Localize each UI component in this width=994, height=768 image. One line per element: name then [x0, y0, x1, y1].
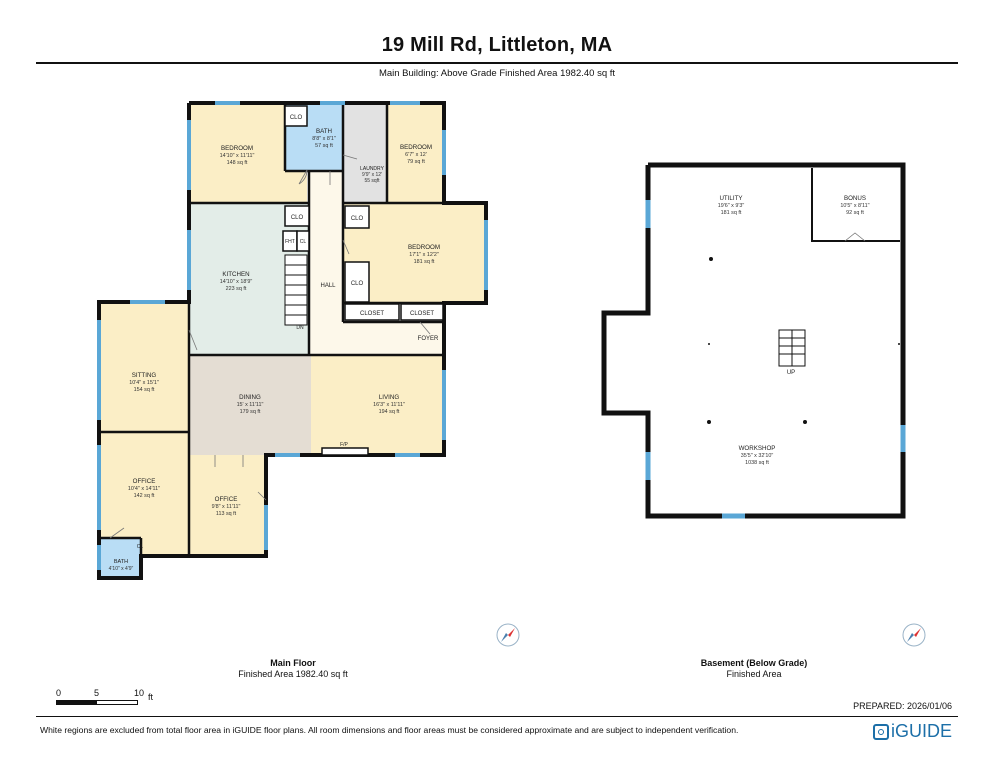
room-label: OFFICE [215, 496, 238, 503]
room-label: BEDROOM [221, 145, 253, 152]
scale-tick-label: 10 [134, 688, 145, 698]
room-area: 194 sq ft [379, 409, 400, 415]
room-dimension: 6'7" x 12' [405, 152, 427, 158]
room-area: 79 sq ft [407, 159, 425, 165]
room-dimension: 35'5" x 32'10" [741, 453, 774, 459]
scale-tick-label: 5 [94, 688, 100, 698]
room-label: SITTING [132, 372, 157, 379]
living-fill [311, 355, 444, 455]
closet-label: CL [300, 239, 307, 245]
room-dimension: 10'4" x 14'11" [128, 486, 160, 492]
room-dimension: 8'8" x 8'1" [312, 136, 336, 142]
closet-label: CLO [291, 215, 304, 221]
basement-area: Finished Area [726, 669, 782, 679]
room-dimension: 16'3" x 11'11" [373, 402, 405, 408]
fireplace-label: F/P [340, 442, 348, 448]
room-area: 113 sq ft [216, 511, 237, 517]
room-dimension: 9'9" x 12' [362, 172, 382, 178]
room-label: WORKSHOP [739, 445, 776, 452]
scale-tick-label: 0 [56, 688, 62, 698]
main-floor-labels: BEDROOM 14'10" x 11'11" 148 sq ft BATH 8… [109, 115, 440, 572]
main-floor-title: Main Floor [270, 658, 316, 668]
room-area: 181 sq ft [414, 259, 435, 265]
room-dimension: 14'10" x 18'9" [220, 279, 253, 285]
basement-caption: Basement (Below Grade) Finished Area [654, 658, 854, 680]
room-dimension: 9'8" x 11'11" [212, 504, 241, 510]
closet-label: CLOSET [360, 311, 384, 317]
room-label: BATH [316, 128, 332, 135]
main-floor-plan [97, 101, 488, 580]
room-area: 55 sqft [364, 178, 380, 184]
room-dimension: 17'1" x 12'2" [409, 252, 439, 258]
room-area: 148 sq ft [227, 160, 248, 166]
page-subtitle: Main Building: Above Grade Finished Area… [378, 68, 616, 79]
hall-label: HALL [320, 283, 336, 289]
room-area: 179 sq ft [240, 409, 261, 415]
closet-label: CLO [351, 281, 364, 287]
room-area: 223 sq ft [226, 286, 247, 292]
room-label: BATH [114, 559, 128, 565]
room-label: LIVING [379, 394, 399, 401]
room-area: 154 sq ft [134, 387, 155, 393]
room-label: LAUNDRY [360, 166, 384, 172]
closet-label: CLO [290, 115, 303, 121]
main-floor-area: Finished Area 1982.40 sq ft [238, 669, 348, 679]
compass-icon [496, 623, 520, 647]
closet-label: CL [137, 544, 144, 550]
scale-unit: ft [148, 692, 154, 702]
room-dimension: 10'4" x 15'1" [129, 380, 159, 386]
room-label: BEDROOM [400, 144, 432, 151]
page-title: 19 Mill Rd, Littleton, MA [381, 34, 613, 56]
disclaimer-text: White regions are excluded from total fl… [40, 725, 739, 735]
prepared-date: PREPARED: 2026/01/06 [853, 701, 952, 711]
iguide-logo-icon [872, 723, 889, 740]
room-dimension: 10'5" x 8'11" [840, 203, 869, 209]
room-label: BONUS [844, 195, 866, 202]
bedroom-ne-fill [387, 103, 444, 203]
compass-icon [902, 623, 926, 647]
closet-label: CLOSET [410, 311, 434, 317]
room-area: 92 sq ft [846, 210, 864, 216]
room-label: OFFICE [133, 478, 156, 485]
room-area: 142 sq ft [134, 493, 155, 499]
basement-plan [601, 162, 906, 519]
room-dimension: 4'10" x 4'9" [109, 566, 134, 572]
room-label: DINING [239, 394, 261, 401]
room-dimension: 15' x 11'11" [237, 402, 264, 408]
brand-logo: iGUIDE [872, 721, 952, 742]
room-label: KITCHEN [222, 271, 249, 278]
room-area: 181 sq ft [721, 210, 742, 216]
title-divider [36, 62, 958, 64]
laundry-fill [343, 103, 387, 203]
hall-fill [309, 171, 343, 355]
footer-divider [36, 716, 958, 717]
dining-fill [189, 355, 311, 455]
stairs-up-label: UP [787, 370, 795, 376]
room-dimension: 19'6" x 9'3" [718, 203, 745, 209]
room-area: 57 sq ft [315, 143, 333, 149]
sitting-fill [99, 302, 189, 432]
main-floor-caption: Main Floor Finished Area 1982.40 sq ft [193, 658, 393, 680]
basement-labels: UTILITY 19'6" x 9'3" 181 sq ft BONUS 10'… [718, 195, 870, 466]
basement-title: Basement (Below Grade) [700, 658, 808, 668]
scale-segment [96, 700, 138, 705]
foyer-fill [343, 322, 444, 355]
closet-label: CLO [351, 216, 364, 222]
bath-low-fill [99, 538, 141, 578]
room-label: BEDROOM [408, 244, 440, 251]
foyer-label: FOYER [418, 336, 439, 342]
scale-bar: 0 5 10 ft [56, 688, 166, 712]
brand-name: iGUIDE [890, 721, 952, 741]
room-dimension: 14'10" x 11'11" [220, 153, 255, 159]
room-label: UTILITY [719, 195, 742, 202]
scale-segment [56, 700, 96, 705]
office-e-fill [189, 455, 266, 556]
closet-label: FHT [285, 239, 295, 245]
room-area: 1038 sq ft [745, 460, 769, 466]
stairs-down-label: DN [296, 325, 304, 331]
